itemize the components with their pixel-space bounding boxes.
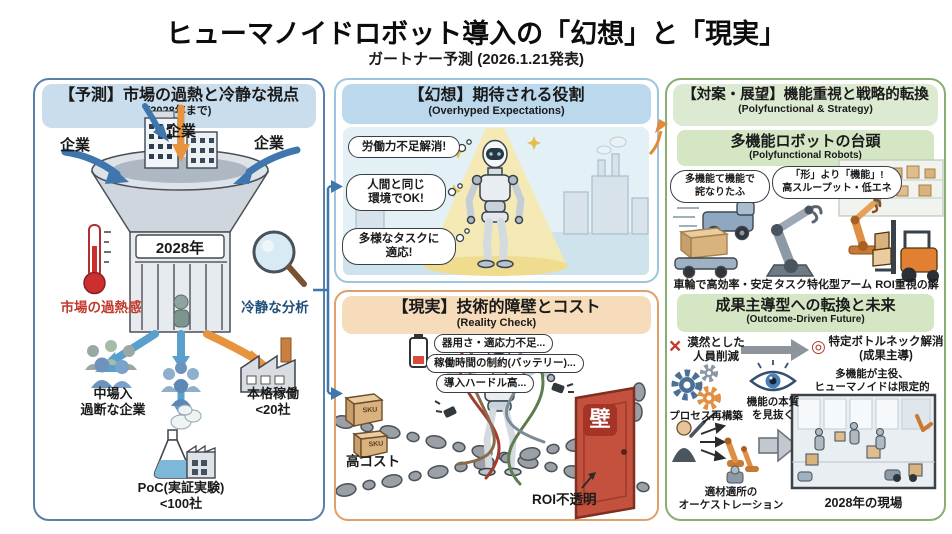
scene-2028-label: 2028年の現場	[824, 496, 903, 510]
company-label-3: 企業	[253, 135, 284, 152]
roi-label: ROI不透明	[532, 492, 597, 507]
company-label-2: 企業	[165, 123, 196, 140]
thermometer-icon	[83, 224, 111, 295]
skyline-sketch	[355, 153, 649, 235]
battery-low-icon	[409, 334, 428, 368]
funnel-cage-bars	[135, 261, 227, 330]
poly-label-1: 車輪で高効率・安定	[673, 279, 773, 291]
forecast-illustration	[61, 103, 307, 479]
task-arm-icon	[765, 205, 823, 277]
reality-bubble-3: 導入ハードル高...	[436, 374, 535, 393]
poly-label-2: タスク特化型アーム	[773, 279, 872, 291]
bad-mark-icon: ×	[669, 335, 682, 358]
page-subtitle: ガートナー予測 (2026.1.21発表)	[368, 51, 584, 68]
cart-robot-icon	[674, 227, 738, 279]
plug-icons	[434, 382, 574, 418]
poly-section-header: 多機能ロボットの台頭 (Polyfunctional Robots)	[677, 130, 934, 166]
reality-header: 【現実】技術的障壁とコスト (Reality Check)	[342, 296, 651, 334]
poly-bubble-1: 多機能て機能で 詫なりたふ	[670, 170, 770, 203]
reality-title: 【現実】技術的障壁とコスト	[392, 299, 601, 316]
poly-title: 多機能ロボットの台頭	[730, 133, 881, 150]
exit-bottom-label: PoC(実証実験) <100社	[137, 480, 225, 512]
flask-icon	[153, 404, 216, 479]
wall-label: 壁	[583, 404, 617, 436]
overheat-label: 市場の過熱感	[60, 300, 142, 315]
forklift-icon	[872, 220, 939, 283]
strategy-title: 【対案・展望】機能重視と戦略的転換	[682, 87, 929, 103]
outcome-title: 成果主導型への転換と未来	[715, 297, 896, 314]
reality-subtitle: (Reality Check)	[456, 317, 537, 330]
magnifier-icon	[252, 230, 307, 287]
illusion-bubble-3: 多様なタスクに 適応!	[342, 228, 456, 265]
illusion-bubble-2: 人間と同じ 環境でOK!	[346, 174, 446, 211]
poly-subtitle: (Polyfunctional Robots)	[749, 150, 862, 162]
people-group-poc	[161, 362, 201, 406]
orchestration-label: 適材適所の オーケストレーション	[678, 486, 784, 512]
illusion-bubble-1: 労働力不足解消!	[348, 136, 460, 159]
bad-label: 漠然とした 人員削減	[687, 337, 745, 364]
exit-left-label: 中場入 過断な企業	[80, 386, 146, 418]
note-label: 多機能が主役、 ヒューマノイドは限定的	[814, 368, 930, 394]
gears-icon	[671, 364, 721, 410]
inflow-arrows	[61, 103, 301, 184]
reality-bubble-2: 稼働時間の制約(バッテリー)...	[426, 354, 584, 373]
future-arrow	[758, 428, 799, 463]
strategy-subtitle: (Polyfunctional & Strategy)	[738, 102, 873, 115]
poly-bubble-2: 「形」より「機能」! 高スループット・低エネ	[772, 166, 902, 199]
transition-arrow	[741, 339, 809, 361]
strategy-panel: 【対案・展望】機能重視と戦略的転換 (Polyfunctional & Stra…	[665, 78, 946, 521]
factory-icon-full-scale	[240, 337, 296, 393]
forecast-panel: 【予測】市場の過熱と冷静な視点 (2028年まで)	[33, 78, 325, 521]
orchestration-icon	[672, 412, 759, 484]
reality-bubble-1: 器用さ・適応力不足...	[434, 334, 554, 353]
company-label-1: 企業	[59, 137, 90, 154]
poly-label-3: ROI重視の解	[875, 279, 939, 291]
eye-icon	[749, 360, 797, 392]
sku-box-icons	[344, 393, 389, 460]
strategy-header: 【対案・展望】機能重視と戦略的転換 (Polyfunctional & Stra…	[673, 84, 938, 126]
scene-2028-frame	[790, 393, 937, 490]
roi-pointer-arrow	[581, 475, 593, 489]
reality-panel: 【現実】技術的障壁とコスト (Reality Check)	[334, 290, 659, 521]
forecast-title: 【予測】市場の過熱と冷静な視点	[58, 87, 299, 104]
thought-dots	[447, 139, 472, 243]
funnel-year-label: 2028年	[155, 240, 205, 257]
illusion-subtitle: (Overhyped Expectations)	[428, 105, 565, 118]
good-mark-icon: ◎	[811, 337, 826, 356]
outcome-subtitle: (Outcome-Driven Future)	[746, 314, 865, 326]
illusion-title: 【幻想】期待される役割	[408, 87, 585, 104]
illusion-panel: 【幻想】期待される役割 (Overhyped Expectations)	[334, 78, 659, 283]
exit-right-label: 本格稼働 <20社	[246, 386, 299, 418]
good-label: 特定ボトルネック解消 (成果主導)	[828, 336, 944, 363]
outcome-section-header: 成果主導型への転換と未来 (Outcome-Driven Future)	[677, 294, 934, 332]
calm-label: 冷静な分析	[241, 300, 309, 315]
essence-label: 機能の本質 を見抜く	[746, 396, 800, 422]
people-group-overheated	[85, 340, 137, 388]
humanoid-robot-icon	[465, 139, 525, 269]
process-label: プロセス再構築	[669, 410, 743, 422]
illusion-header: 【幻想】期待される役割 (Overhyped Expectations)	[342, 84, 651, 124]
orange-arm-icon	[848, 198, 882, 255]
cost-label: 高コスト	[346, 454, 400, 469]
page-title: ヒューマノイドロボット導入の「幻想」と「現実」	[165, 19, 787, 49]
